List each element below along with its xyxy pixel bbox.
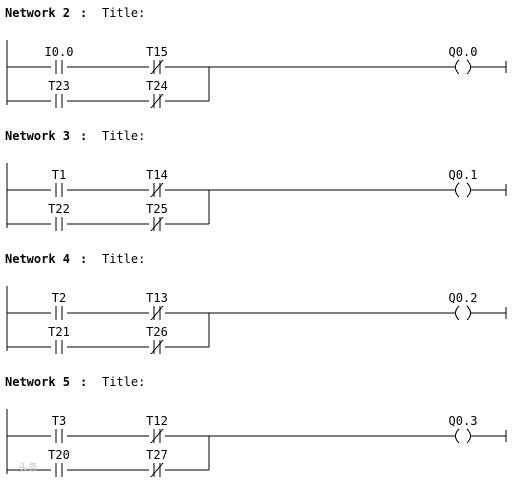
coil-left-arc xyxy=(455,59,460,75)
coil-q0-2: Q0.2 xyxy=(449,291,478,321)
network-separator: : xyxy=(80,6,87,20)
contact-label: T15 xyxy=(146,45,168,59)
contact-t27: T27 xyxy=(146,448,168,478)
contact-label: T26 xyxy=(146,325,168,339)
network-number: Network 5 xyxy=(5,375,70,389)
contact-label: T13 xyxy=(146,291,168,305)
contact-label: T21 xyxy=(48,325,70,339)
contact-label: T25 xyxy=(146,202,168,216)
coil-q0-3: Q0.3 xyxy=(449,414,478,444)
contact-slash xyxy=(150,305,164,321)
contact-slash xyxy=(150,182,164,198)
coil-right-arc xyxy=(466,428,471,444)
contact-slash xyxy=(150,462,164,478)
contact-t24: T24 xyxy=(146,79,168,109)
network-number: Network 3 xyxy=(5,129,70,143)
contact-label: T22 xyxy=(48,202,70,216)
contact-t25: T25 xyxy=(146,202,168,232)
network-separator: : xyxy=(80,375,87,389)
contact-t22: T22 xyxy=(48,202,70,231)
coil-label: Q0.1 xyxy=(449,168,478,182)
contact-label: T27 xyxy=(146,448,168,462)
contact-label: T3 xyxy=(52,414,66,428)
coil-q0-1: Q0.1 xyxy=(449,168,478,198)
coil-right-arc xyxy=(466,182,471,198)
contact-t3: T3 xyxy=(52,414,66,443)
network-separator: : xyxy=(80,129,87,143)
contact-i0-0: I0.0 xyxy=(45,45,74,74)
coil-label: Q0.3 xyxy=(449,414,478,428)
watermark-text: 头条 xyxy=(18,461,38,474)
contact-slash xyxy=(150,339,164,355)
contact-t13: T13 xyxy=(146,291,168,321)
contact-label: T14 xyxy=(146,168,168,182)
contact-t21: T21 xyxy=(48,325,70,354)
coil-label: Q0.0 xyxy=(449,45,478,59)
contact-t15: T15 xyxy=(146,45,168,75)
contact-label: T20 xyxy=(48,448,70,462)
coil-right-arc xyxy=(466,59,471,75)
contact-slash xyxy=(150,93,164,109)
network-number: Network 4 xyxy=(5,252,70,266)
coil-left-arc xyxy=(455,305,460,321)
coil-left-arc xyxy=(455,182,460,198)
contact-slash xyxy=(150,428,164,444)
contact-label: T23 xyxy=(48,79,70,93)
contact-label: I0.0 xyxy=(45,45,74,59)
network-title: Title: xyxy=(102,252,145,266)
contact-t26: T26 xyxy=(146,325,168,355)
contact-t2: T2 xyxy=(52,291,66,320)
contact-label: T1 xyxy=(52,168,66,182)
contact-label: T24 xyxy=(146,79,168,93)
contact-slash xyxy=(150,216,164,232)
network-number: Network 2 xyxy=(5,6,70,20)
contact-label: T2 xyxy=(52,291,66,305)
contact-t20: T20 xyxy=(48,448,70,477)
coil-right-arc xyxy=(466,305,471,321)
contact-t23: T23 xyxy=(48,79,70,108)
coil-left-arc xyxy=(455,428,460,444)
contact-t12: T12 xyxy=(146,414,168,444)
contact-t14: T14 xyxy=(146,168,168,198)
coil-label: Q0.2 xyxy=(449,291,478,305)
contact-label: T12 xyxy=(146,414,168,428)
coil-q0-0: Q0.0 xyxy=(449,45,478,75)
network-title: Title: xyxy=(102,375,145,389)
network-title: Title: xyxy=(102,129,145,143)
contact-slash xyxy=(150,59,164,75)
contact-t1: T1 xyxy=(52,168,66,197)
network-separator: : xyxy=(80,252,87,266)
network-title: Title: xyxy=(102,6,145,20)
